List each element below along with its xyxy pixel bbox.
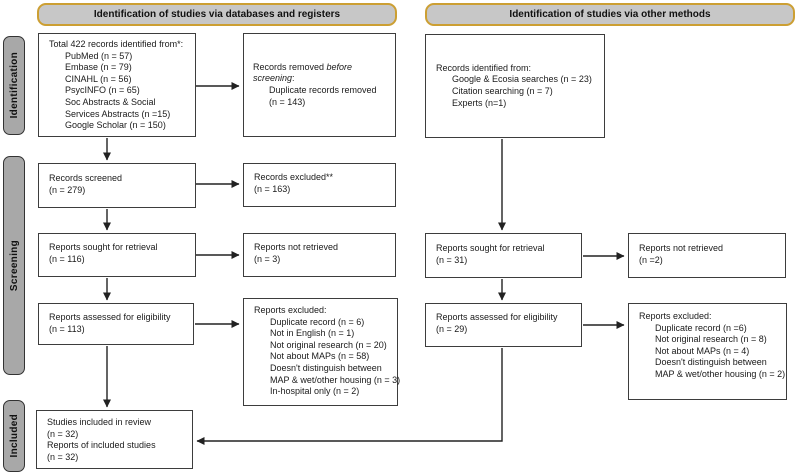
phase-bar-included: Included: [3, 400, 25, 472]
box-line: Reports assessed for eligibility: [436, 312, 558, 322]
box-reports-not-retrieved-databases: Reports not retrieved (n = 3): [243, 233, 396, 277]
box-line: screening:: [253, 73, 295, 84]
box-line: Not about MAPs (n = 4): [655, 345, 750, 356]
box-line: Not in English (n = 1): [270, 328, 355, 339]
box-line: (n = 163): [254, 183, 291, 194]
box-line: (n = 29): [436, 323, 468, 334]
box-line: In-hospital only (n = 2): [270, 386, 360, 397]
box-line: Duplicate record (n = 6): [270, 316, 365, 327]
box-line: Not original research (n = 8): [655, 334, 767, 345]
box-reports-excluded-other: Reports excluded: Duplicate record (n =6…: [628, 303, 787, 400]
box-line: (n = 113): [49, 323, 85, 334]
box-line: (n = 143): [269, 96, 306, 107]
box-line: CINAHL (n = 56): [65, 73, 132, 84]
box-line: Doesn't distinguish between: [655, 357, 767, 368]
box-line: Citation searching (n = 7): [452, 86, 553, 96]
box-line: Records excluded**: [254, 172, 334, 182]
box-line: Doesn't distinguish between: [270, 362, 382, 373]
box-line: Google Scholar (n = 150): [65, 120, 166, 131]
box-line: (n = 31): [436, 254, 468, 265]
phase-bar-included-label: Included: [8, 414, 20, 458]
box-line: Records identified from:: [436, 62, 532, 73]
box-line: Duplicate records removed: [269, 85, 377, 95]
box-line: Services Abstracts (n =15): [65, 108, 171, 119]
box-line: Soc Abstracts & Social: [65, 96, 156, 107]
box-reports-not-retrieved-other: Reports not retrieved (n =2): [628, 233, 786, 278]
box-line: MAP & wet/other housing (n = 3): [270, 374, 401, 385]
header-other-methods-label: Identification of studies via other meth…: [509, 9, 711, 20]
box-records-identified-databases: Total 422 records identified from*: PubM…: [38, 33, 196, 137]
phase-bar-screening: Screening: [3, 156, 25, 375]
box-line: Records removed before: [253, 61, 353, 72]
box-line: Reports excluded:: [639, 311, 712, 321]
box-line: (n = 32): [47, 451, 79, 462]
header-databases-registers-label: Identification of studies via databases …: [93, 9, 341, 20]
box-records-removed-before-screening: Records removed before screening: Duplic…: [243, 33, 396, 137]
box-line: PubMed (n = 57): [65, 50, 133, 61]
box-reports-assessed-other: Reports assessed for eligibility (n = 29…: [425, 303, 582, 347]
box-reports-sought-other: Reports sought for retrieval (n = 31): [425, 233, 582, 278]
box-line: Reports of included studies: [47, 440, 156, 451]
box-line: Reports sought for retrieval: [49, 242, 158, 252]
box-line: Google & Ecosia searches (n = 23): [452, 74, 592, 85]
header-databases-registers: Identification of studies via databases …: [37, 3, 397, 26]
box-line: PsycINFO (n = 65): [65, 85, 140, 96]
box-line: Total 422 records identified from*:: [49, 39, 184, 49]
box-records-identified-other: Records identified from: Google & Ecosia…: [425, 34, 605, 138]
box-line: Reports not retrieved: [254, 242, 339, 252]
box-line: (n = 116): [49, 253, 85, 264]
box-studies-included: Studies included in review (n = 32) Repo…: [36, 410, 193, 469]
box-line: Not about MAPs (n = 58): [270, 351, 370, 362]
phase-bar-identification-label: Identification: [8, 52, 20, 119]
box-line: Reports sought for retrieval: [436, 243, 545, 253]
box-line: (n =2): [639, 254, 663, 265]
box-line: (n = 279): [49, 184, 86, 195]
box-line: Duplicate record (n =6): [655, 322, 747, 333]
box-reports-sought-databases: Reports sought for retrieval (n = 116): [38, 233, 196, 277]
box-records-excluded: Records excluded** (n = 163): [243, 163, 396, 207]
header-other-methods: Identification of studies via other meth…: [425, 3, 795, 26]
box-line: Not original research (n = 20): [270, 339, 387, 350]
box-line: Reports excluded:: [254, 305, 327, 315]
phase-bar-screening-label: Screening: [8, 239, 20, 292]
box-line: Embase (n = 79): [65, 62, 132, 73]
box-line: MAP & wet/other housing (n = 2): [655, 368, 786, 379]
box-reports-excluded-databases: Reports excluded: Duplicate record (n = …: [243, 298, 401, 406]
box-line: (n = 3): [254, 253, 281, 264]
box-line: Studies included in review: [47, 417, 152, 427]
box-line: Reports assessed for eligibility: [49, 312, 171, 322]
phase-bar-identification: Identification: [3, 36, 25, 135]
box-reports-assessed-databases: Reports assessed for eligibility (n = 11…: [38, 303, 194, 345]
box-line: Reports not retrieved: [639, 243, 724, 253]
box-line: (n = 32): [47, 428, 79, 439]
box-line: Records screened: [49, 173, 123, 183]
box-records-screened: Records screened (n = 279): [38, 163, 196, 208]
box-line: Experts (n=1): [452, 97, 507, 108]
